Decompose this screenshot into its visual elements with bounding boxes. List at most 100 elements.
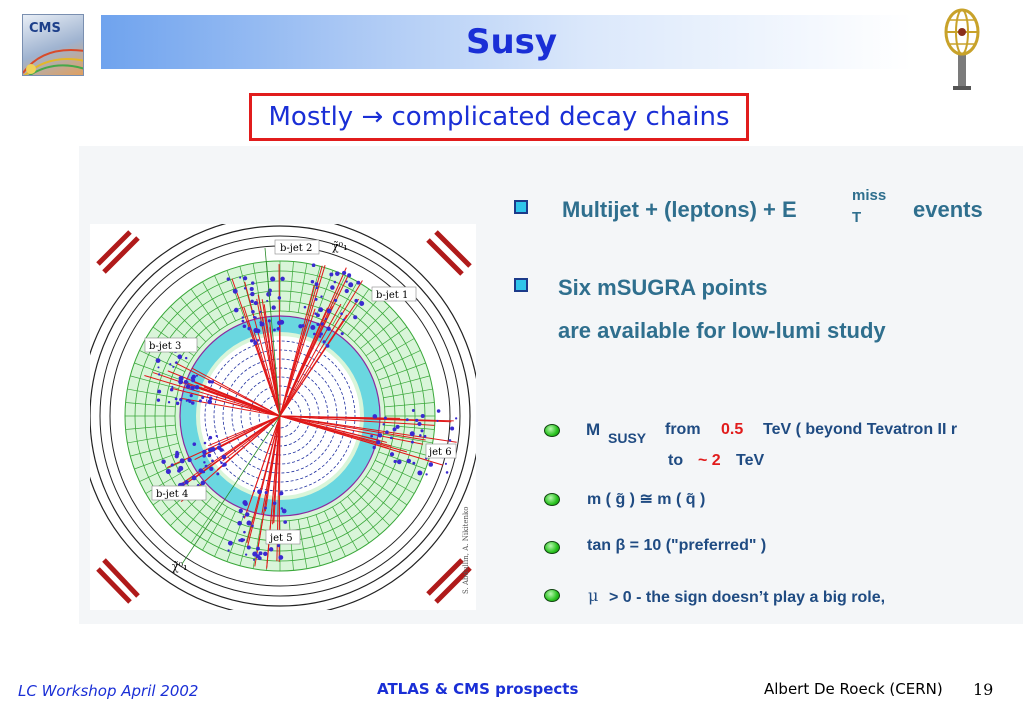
energy-deposit (423, 434, 427, 438)
energy-deposit (203, 461, 206, 464)
energy-deposit (202, 449, 207, 455)
particle-track (144, 375, 281, 417)
energy-deposit (195, 374, 198, 377)
energy-deposit (271, 305, 276, 310)
energy-deposit (411, 409, 415, 412)
energy-deposit (405, 418, 409, 422)
energy-deposit (374, 415, 378, 419)
energy-deposit (417, 470, 423, 476)
energy-deposit (252, 315, 256, 319)
energy-deposit (419, 434, 422, 437)
energy-deposit (316, 322, 320, 326)
particle-track (167, 370, 281, 417)
bullet-low-lumi: are available for low-lumi study (558, 318, 886, 343)
energy-deposit (450, 426, 455, 431)
calorimeter-segment (383, 433, 433, 444)
energy-deposit (251, 281, 255, 285)
energy-deposit (216, 445, 222, 450)
energy-deposit (215, 434, 218, 438)
tan-beta: tan β = 10 ("preferred" ) (587, 537, 767, 554)
energy-deposit (207, 380, 212, 384)
energy-deposit (310, 280, 315, 284)
energy-deposit (436, 409, 441, 413)
energy-deposit (184, 480, 189, 485)
energy-deposit (264, 506, 267, 510)
energy-deposit (241, 316, 244, 319)
energy-deposit (382, 423, 385, 426)
label-jet5: jet 5 (269, 533, 293, 544)
energy-deposit (278, 555, 284, 560)
energy-deposit (250, 339, 254, 343)
energy-deposit (241, 319, 245, 323)
energy-deposit (277, 320, 282, 326)
energy-deposit (237, 520, 243, 526)
energy-deposit (177, 354, 183, 360)
event-credit: S. Abdullin, A. Nikitenko (462, 507, 470, 594)
cms-logo-graphic (23, 49, 83, 75)
energy-deposit (385, 430, 389, 434)
particle-track (279, 303, 342, 417)
energy-deposit (359, 301, 365, 306)
calorimeter-segment (378, 362, 426, 381)
particle-track (273, 415, 281, 524)
energy-deposit (383, 416, 387, 420)
energy-deposit (216, 472, 220, 476)
energy-deposit (326, 308, 332, 314)
energy-deposit (266, 299, 269, 302)
msusy-m: M (586, 420, 601, 439)
energy-deposit (187, 398, 190, 402)
energy-deposit (232, 288, 238, 294)
energy-deposit (318, 335, 322, 338)
calorimeter-segment (339, 288, 370, 331)
energy-deposit (314, 297, 318, 301)
calorimeter-segment (297, 519, 308, 569)
calorimeter-segment (332, 506, 358, 551)
energy-deposit (246, 545, 251, 550)
label-bjet1: b-jet 1 (376, 290, 408, 301)
energy-deposit (191, 378, 196, 383)
page-title: Susy (465, 22, 558, 62)
energy-deposit (242, 276, 248, 281)
energy-deposit (316, 313, 320, 318)
energy-deposit (330, 285, 335, 290)
energy-deposit (247, 326, 251, 331)
energy-deposit (227, 549, 230, 552)
circle-bullet-icon (544, 493, 560, 506)
energy-deposit (169, 388, 174, 392)
energy-deposit (165, 468, 171, 475)
bullet-multijet: Multijet + (leptons) + E (562, 197, 797, 223)
energy-deposit (242, 515, 245, 518)
calorimeter-segment (288, 520, 294, 571)
energy-deposit (157, 389, 162, 394)
energy-deposit (256, 339, 260, 342)
title-bar (101, 15, 913, 69)
energy-deposit (311, 263, 316, 268)
bullet-multijet-text: Multijet + (leptons) + E (562, 197, 797, 222)
energy-deposit (177, 468, 181, 473)
particle-track (166, 415, 281, 469)
calorimeter-segment (384, 424, 435, 430)
calorimeter-segment (130, 442, 179, 457)
energy-deposit (326, 326, 331, 331)
energy-deposit (425, 473, 428, 476)
energy-deposit (187, 457, 192, 463)
energy-deposit (395, 424, 400, 429)
msusy-to: to (668, 452, 684, 469)
calorimeter-segment (202, 506, 228, 551)
particle-track (243, 306, 281, 417)
msusy-value-low: 0.5 (721, 421, 744, 438)
energy-deposit (257, 556, 262, 561)
event-display-image: b-jet 2 b-jet 1 b-jet 3 b-jet 4 jet 6 je… (90, 224, 476, 610)
particle-track (174, 362, 281, 417)
square-bullet-icon (514, 278, 528, 292)
energy-deposit (277, 544, 281, 548)
calorimeter-segment (202, 281, 228, 326)
calorimeter-segment (339, 501, 370, 544)
energy-deposit (333, 280, 337, 284)
energy-deposit (272, 501, 277, 506)
page-number: 19 (973, 680, 994, 699)
energy-deposit (324, 317, 327, 321)
footer-talk-title: ATLAS & CMS prospects (377, 680, 579, 698)
energy-deposit (161, 459, 166, 464)
energy-deposit (348, 282, 354, 288)
